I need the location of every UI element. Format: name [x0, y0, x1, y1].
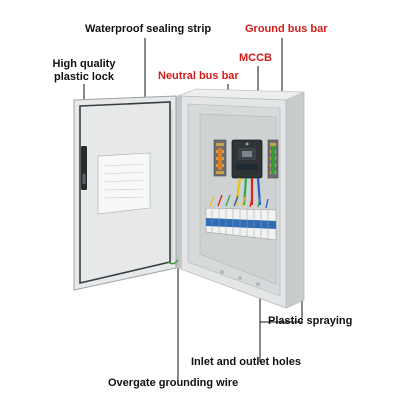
- label-inlet-outlet-holes: Inlet and outlet holes: [191, 356, 302, 368]
- label-overgate-grounding-wire: Overgate grounding wire: [108, 377, 239, 389]
- neutral-bus-bar: [213, 139, 227, 177]
- knockout-holes: [220, 270, 260, 286]
- ground-bus-bar: [267, 139, 279, 179]
- label-waterproof-sealing-strip: Waterproof sealing strip: [85, 23, 212, 35]
- label-ground-bus-bar: Ground bus bar: [245, 23, 328, 35]
- branch-breakers: [205, 194, 277, 241]
- cabinet-body: [177, 88, 305, 309]
- label-mccb: MCCB: [239, 52, 272, 64]
- mccb-breaker: [231, 139, 263, 179]
- plastic-lock-icon: [81, 146, 87, 190]
- cabinet-door: [73, 95, 182, 291]
- label-neutral-bus-bar: Neutral bus bar: [158, 70, 239, 82]
- label-plastic-lock-line2: plastic lock: [54, 71, 114, 83]
- label-plastic-lock-line1: High quality: [52, 58, 116, 70]
- label-plastic-spraying: Plastic spraying: [268, 315, 353, 327]
- label-plastic-lock: High quality plastic lock: [44, 58, 124, 84]
